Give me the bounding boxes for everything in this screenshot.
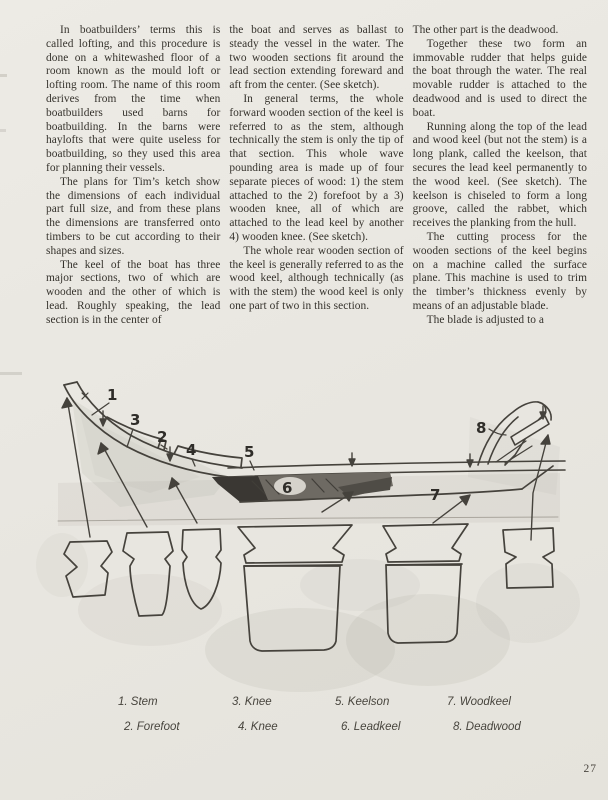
sketch-label-7: 7 <box>430 486 440 504</box>
scan-edge-mark <box>0 129 6 132</box>
cross-section-a <box>63 540 113 598</box>
paragraph: The keel of the boat has three major sec… <box>46 258 221 326</box>
text-column-2: the boat and serves as ballast to steady… <box>229 24 403 328</box>
article-text: In boatbuilders’ terms this is called lo… <box>46 24 587 328</box>
station-arrows <box>61 397 551 541</box>
paragraph: Together these two form an immovable rud… <box>412 37 587 119</box>
legend-item-knee-4: 4. Knee <box>238 721 278 733</box>
paragraph: The blade is adjusted to a <box>426 313 545 326</box>
sketch-number-labels: 1 2 3 4 5 6 7 8 <box>107 386 486 504</box>
paragraph: the boat and serves as ballast to steady… <box>229 24 404 92</box>
cross-section-e <box>382 523 469 644</box>
cross-section-d <box>237 524 353 652</box>
sketch-label-1: 1 <box>107 386 117 404</box>
scan-edge-mark <box>0 372 22 375</box>
legend-item-deadwood: 8. Deadwood <box>453 721 521 733</box>
paragraph: The other part is the deadwood. <box>412 24 559 36</box>
legend-item-keelson: 5. Keelson <box>335 696 390 708</box>
scan-edge-mark <box>0 74 7 77</box>
label-leader-lines <box>91 402 507 471</box>
legend-item-leadkeel: 6. Leadkeel <box>341 721 401 733</box>
cross-section-f <box>502 527 555 589</box>
cross-section-c <box>181 528 222 610</box>
legend-item-forefoot: 2. Forefoot <box>124 721 180 733</box>
paragraph: Running along the top of the lead and wo… <box>412 120 587 230</box>
paragraph: The whole rear wooden section of the kee… <box>229 244 404 312</box>
page-number: 27 <box>583 763 597 775</box>
text-column-1: In boatbuilders’ terms this is called lo… <box>46 24 220 328</box>
sketch-label-4: 4 <box>186 441 196 459</box>
sketch-label-8: 8 <box>476 419 486 437</box>
paragraph: The plans for Tim’s ketch show the dimen… <box>46 175 221 257</box>
legend-item-woodkeel: 7. Woodkeel <box>447 696 511 708</box>
sketch-label-6: 6 <box>282 479 292 497</box>
deadwood-outline <box>477 401 552 466</box>
sketch-label-2: 2 <box>157 428 167 446</box>
text-column-3: The other part is the deadwood. Together… <box>413 24 587 328</box>
figure-legend: 1. Stem 3. Knee 5. Keelson 7. Woodkeel 2… <box>118 696 558 733</box>
cross-section-b <box>122 531 174 617</box>
legend-item-stem: 1. Stem <box>118 696 158 708</box>
paragraph: In general terms, the whole forward wood… <box>229 92 404 243</box>
pencil-shading <box>36 399 580 692</box>
keel-sketch-figure: 1 2 3 4 5 6 7 8 <box>36 381 580 692</box>
sketch-label-5: 5 <box>244 443 254 461</box>
cross-sections <box>63 523 555 652</box>
legend-item-knee-3: 3. Knee <box>232 696 272 708</box>
sketch-label-3: 3 <box>130 411 140 429</box>
paragraph: In boatbuilders’ terms this is called lo… <box>46 24 221 174</box>
paragraph: The cutting process for the wooden secti… <box>412 230 587 312</box>
stem-forefoot-outline <box>63 381 243 479</box>
down-arrows <box>99 405 547 468</box>
sketch-baseline <box>57 516 559 522</box>
